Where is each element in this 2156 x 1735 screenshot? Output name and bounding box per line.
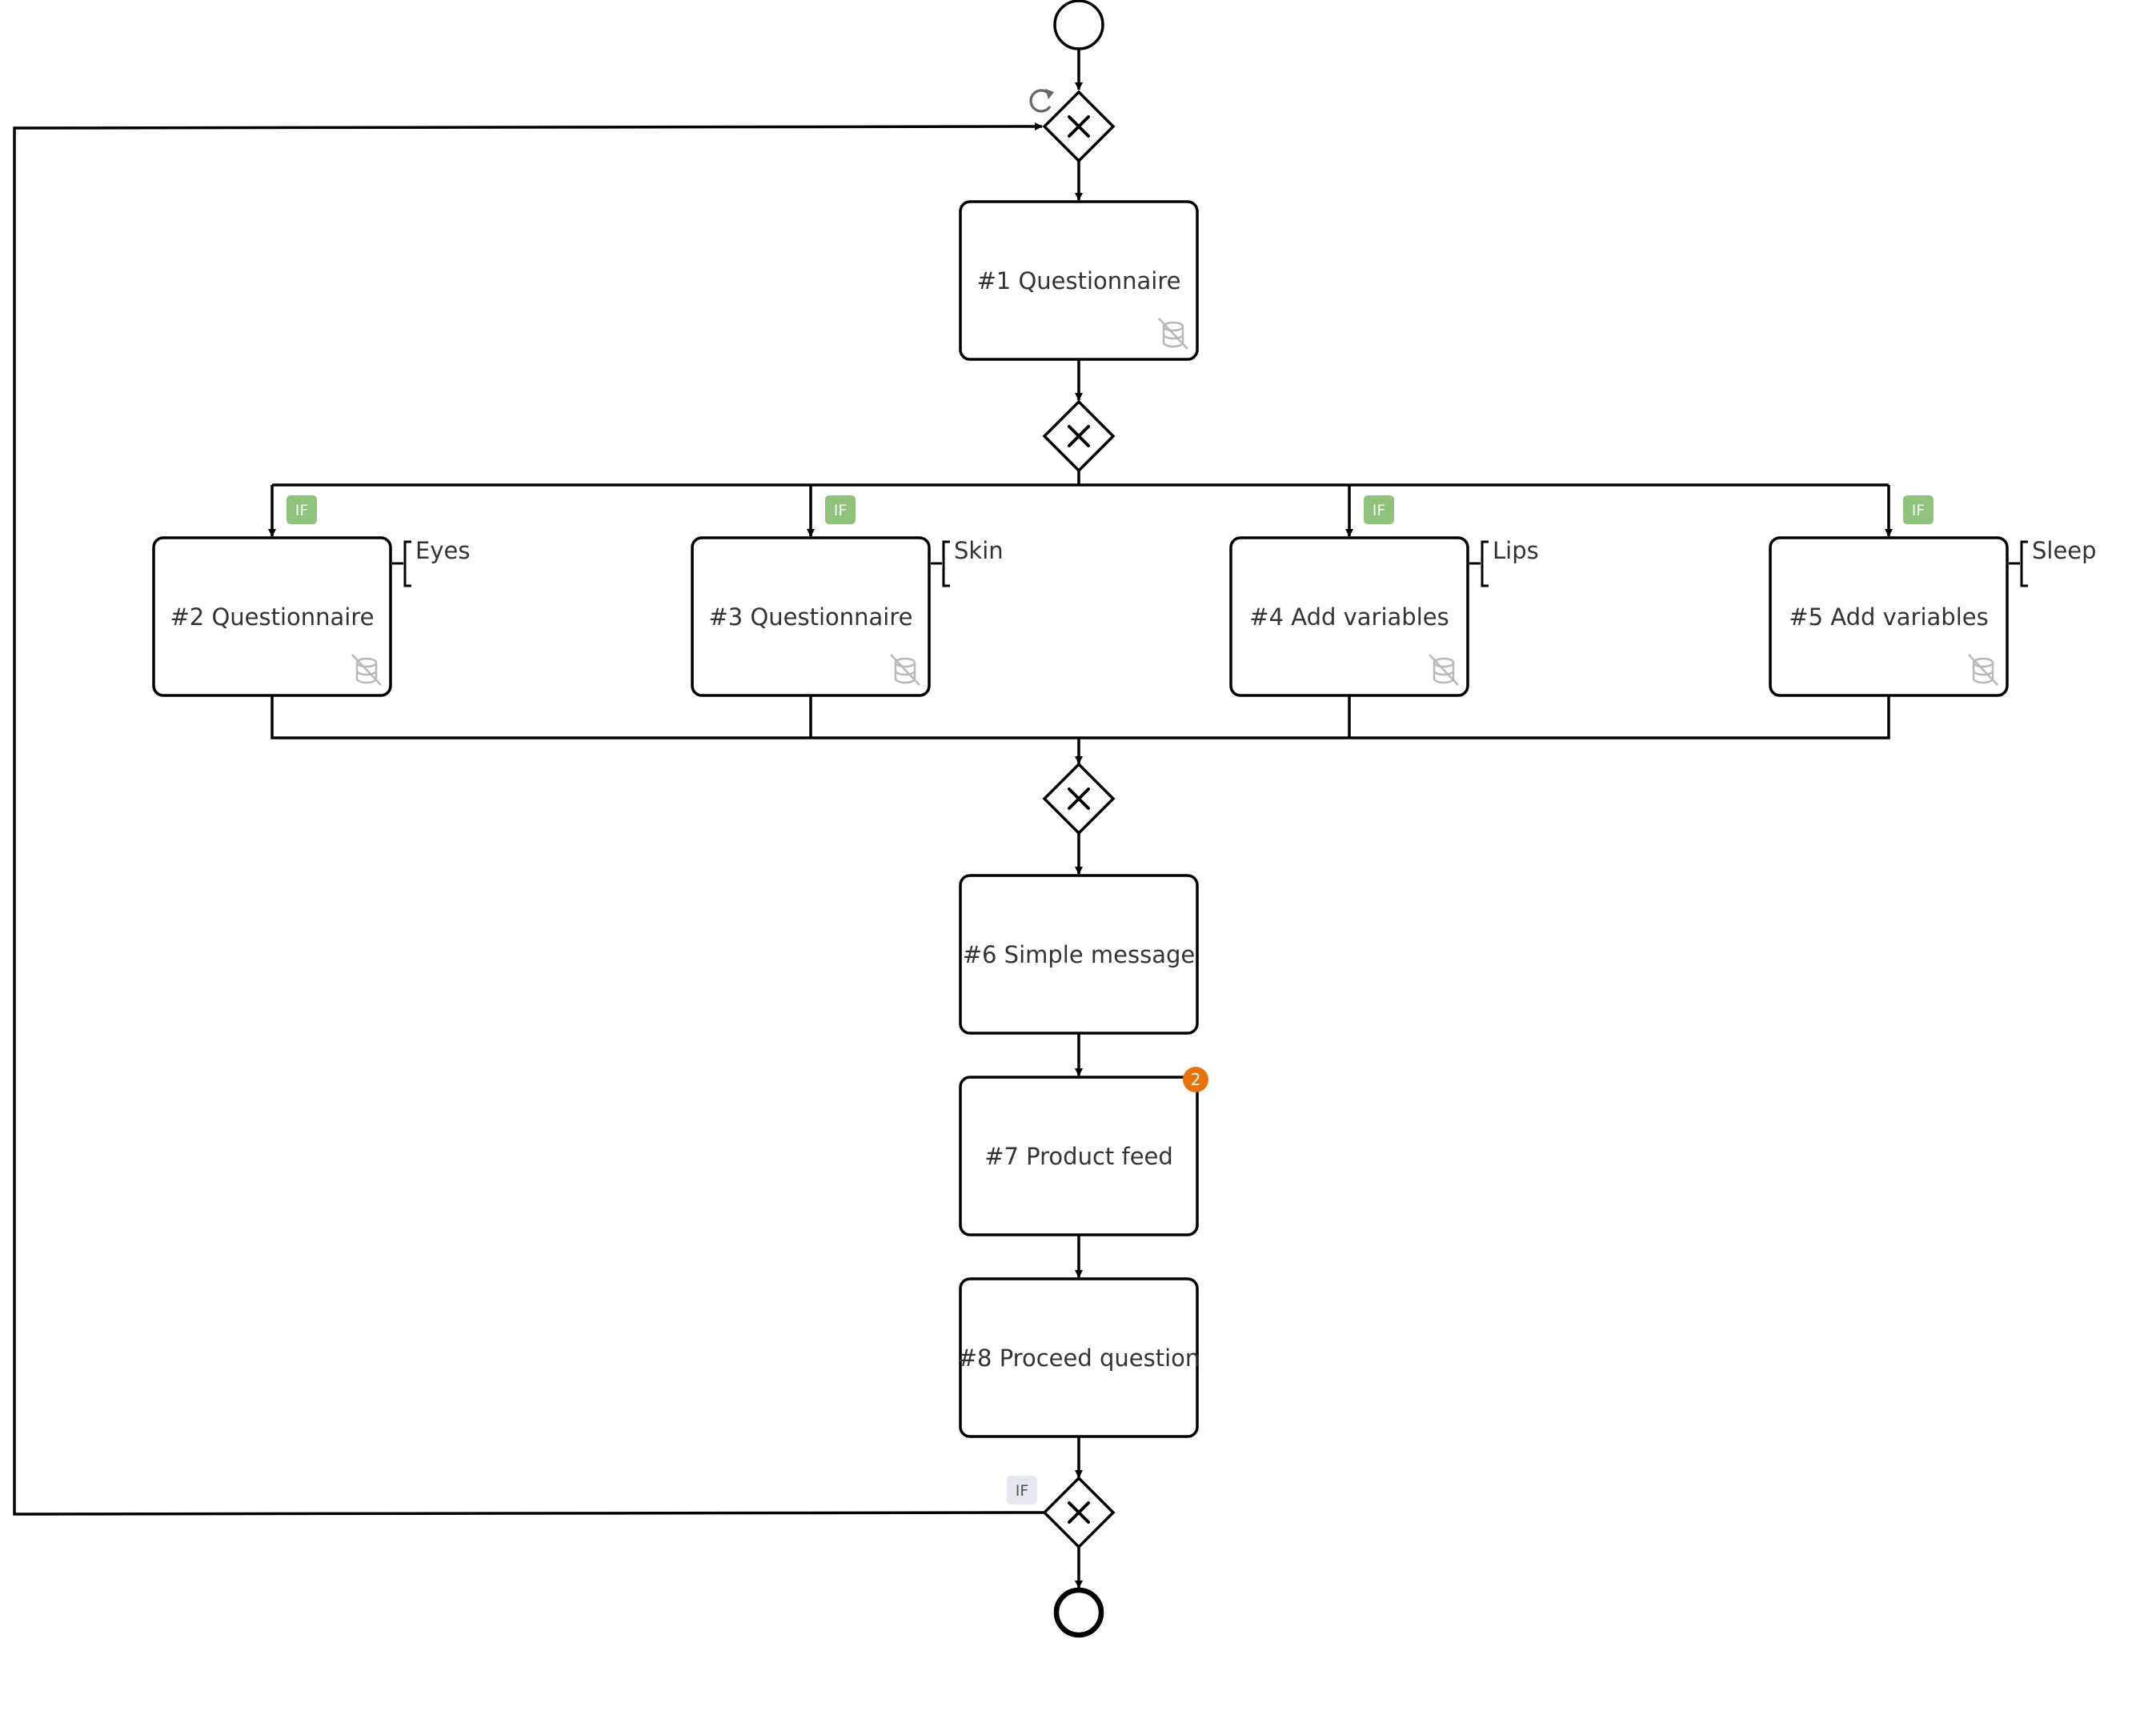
count-badge[interactable]: 2 — [1183, 1067, 1208, 1092]
loop-icon — [1029, 89, 1054, 113]
text-annotation[interactable]: Eyes — [392, 537, 470, 587]
svg-text:IF: IF — [1912, 502, 1926, 519]
gateway-g2[interactable] — [1042, 762, 1116, 835]
svg-text:2: 2 — [1191, 1070, 1201, 1089]
svg-text:IF: IF — [834, 502, 848, 519]
merge-bus — [271, 696, 1890, 739]
database-off-icon — [351, 654, 382, 686]
task-7[interactable]: #7 Product feed — [959, 1076, 1199, 1236]
database-off-icon — [1158, 318, 1188, 350]
svg-text:IF: IF — [1373, 502, 1386, 519]
text-annotation[interactable]: Sleep — [2009, 537, 2097, 587]
annotation-eyes: Eyes — [415, 537, 470, 564]
task-3[interactable]: #3 Questionnaire — [691, 536, 931, 697]
gateway-g3[interactable] — [1042, 1476, 1116, 1549]
task-1[interactable]: #1 Questionnaire — [959, 200, 1199, 361]
start-event[interactable] — [1053, 0, 1104, 50]
task-1-label: #1 Questionnaire — [976, 267, 1180, 295]
task-5[interactable]: #5 Add variables — [1769, 536, 2009, 697]
task-8[interactable]: #8 Proceed question — [958, 1277, 1200, 1438]
task-7-label: #7 Product feed — [984, 1143, 1173, 1170]
condition-badge[interactable]: IF — [287, 495, 317, 524]
task-3-label: #3 Questionnaire — [708, 603, 912, 631]
task-4[interactable]: #4 Add variables — [1229, 536, 1469, 697]
task-8-label: #8 Proceed question — [958, 1344, 1200, 1372]
database-off-icon — [890, 654, 920, 686]
database-off-icon — [1968, 654, 1998, 686]
gateway-g1[interactable] — [1042, 399, 1116, 473]
flow-g3-loop-to-g0[interactable] — [13, 122, 1044, 1516]
task-4-label: #4 Add variables — [1249, 603, 1449, 631]
task-2-label: #2 Questionnaire — [170, 603, 374, 631]
gateway-g0[interactable] — [1042, 90, 1116, 163]
split-bus — [272, 471, 1889, 487]
condition-badge[interactable]: IF — [1364, 495, 1394, 524]
annotation-lips: Lips — [1493, 537, 1539, 564]
task-6-label: #6 Simple message — [963, 941, 1196, 968]
svg-text:IF: IF — [295, 502, 309, 519]
text-annotation[interactable]: Skin — [931, 537, 1004, 587]
database-off-icon — [1429, 654, 1459, 686]
task-2[interactable]: #2 Questionnaire — [152, 536, 392, 697]
annotation-sleep: Sleep — [2032, 537, 2097, 564]
connections — [13, 50, 1893, 1589]
svg-text:IF: IF — [1016, 1482, 1029, 1500]
text-annotation[interactable]: Lips — [1469, 537, 1539, 587]
annotation-skin: Skin — [954, 537, 1004, 564]
task-6[interactable]: #6 Simple message — [959, 874, 1199, 1035]
condition-badge[interactable]: IF — [825, 495, 856, 524]
task-5-label: #5 Add variables — [1789, 603, 1988, 631]
condition-badge[interactable]: IF — [1007, 1476, 1037, 1505]
end-event[interactable] — [1053, 1587, 1104, 1638]
condition-badge[interactable]: IF — [1903, 495, 1934, 524]
